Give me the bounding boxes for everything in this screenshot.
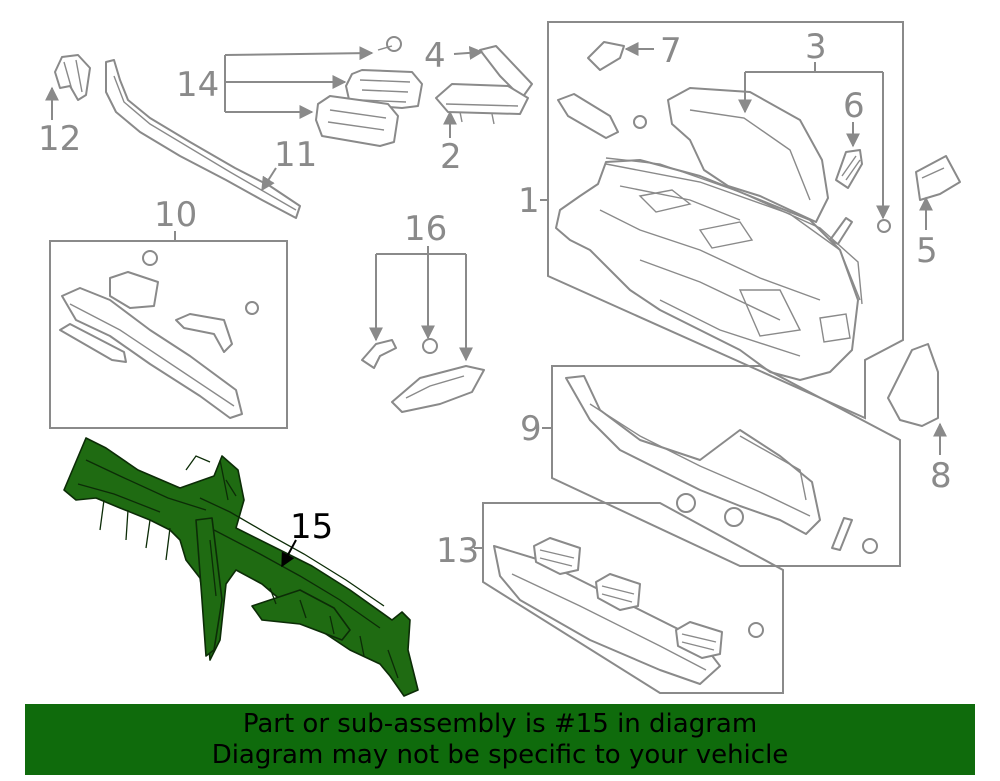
- callout-12: 12: [38, 119, 81, 159]
- callout-8: 8: [930, 456, 952, 496]
- banner-line-2: Diagram may not be specific to your vehi…: [211, 740, 789, 770]
- callout-2: 2: [440, 137, 462, 177]
- part-15-cross-car-beam: [63, 437, 419, 697]
- callout-16: 16: [404, 209, 447, 249]
- callout-14: 14: [176, 65, 219, 105]
- callout-15-leader: [281, 539, 297, 568]
- part-2-panel: [435, 83, 529, 138]
- group-box-13: [482, 502, 784, 694]
- callout-13: 13: [436, 531, 479, 571]
- part-14-vents: [224, 36, 423, 147]
- part-12-bracket: [45, 54, 91, 120]
- callout-7: 7: [660, 31, 682, 71]
- group-box-1: [547, 21, 904, 420]
- part-9-glove-box: [565, 375, 878, 554]
- group-box-9: [551, 365, 901, 567]
- part-10-lower-panel: [59, 250, 259, 419]
- callout-6: 6: [843, 86, 865, 126]
- part-11-trim-strip: [105, 59, 301, 219]
- part-5-end-cover: [915, 155, 961, 230]
- part-16-trim: [361, 246, 485, 413]
- callout-1: 1: [518, 181, 540, 221]
- group-box-10: [49, 240, 288, 429]
- callout-4: 4: [424, 36, 446, 76]
- callout-9: 9: [520, 409, 542, 449]
- part-6-vent: [829, 122, 863, 245]
- part-4-cover: [453, 45, 533, 99]
- callout-10: 10: [154, 195, 197, 235]
- callout-11: 11: [274, 135, 317, 175]
- callout-3: 3: [805, 27, 827, 67]
- callout-5: 5: [916, 231, 938, 271]
- fitment-banner: Part or sub-assembly is #15 in diagram D…: [25, 704, 975, 775]
- part-7-clip: [587, 41, 654, 71]
- part-8-end-cover: [887, 343, 947, 455]
- part-3-upper-cover: [557, 62, 891, 233]
- part-1-instrument-panel: [555, 157, 863, 381]
- banner-line-1: Part or sub-assembly is #15 in diagram: [242, 709, 758, 739]
- callout-15: 15: [290, 507, 333, 547]
- part-13-center-trim: [493, 537, 764, 685]
